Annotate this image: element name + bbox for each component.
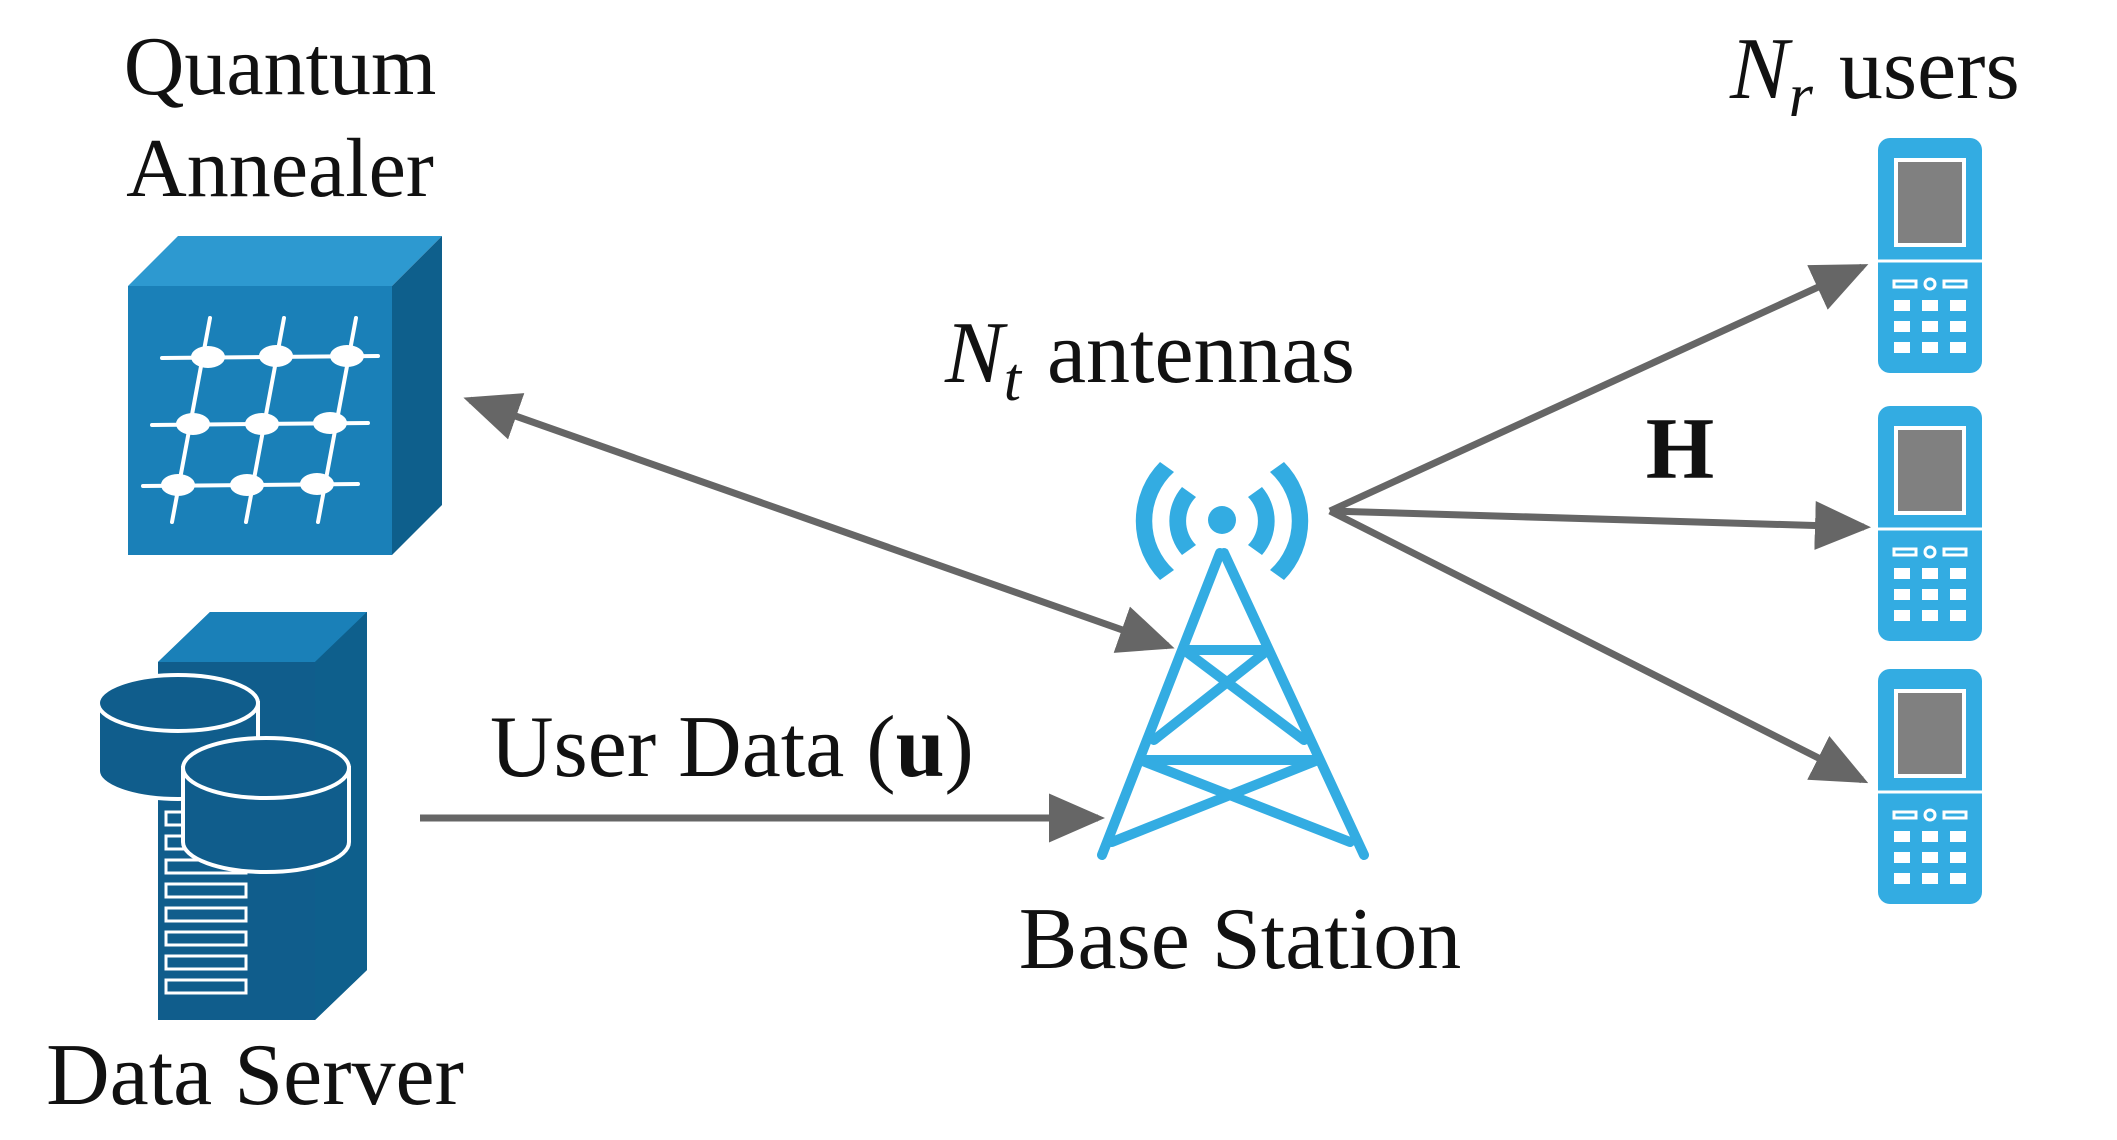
data-server-icon [96,612,367,1020]
mobile-phone-icon [1878,138,1982,373]
channel-arrow-user-1 [1328,263,1869,515]
base-station-tower-icon [1097,462,1369,860]
mobile-phone-icon [1876,667,1984,906]
channel-arrow-user-3 [1328,507,1869,784]
user-data-label: User Data (u) [490,699,974,796]
base-station-label: Base Station [1019,891,1461,988]
annealer-basestation-arrow [463,393,1175,653]
channel-arrow-user-2 [1329,501,1871,551]
mobile-phone-icon [1876,404,1984,643]
channel-matrix-label: H [1646,401,1714,498]
quantum-annealer-label-line1: Quantum [124,20,437,113]
data-server-label: Data Server [46,1027,464,1124]
quantum-annealer-label-line2: Annealer [126,122,434,215]
quantum-annealer-icon [128,236,442,555]
